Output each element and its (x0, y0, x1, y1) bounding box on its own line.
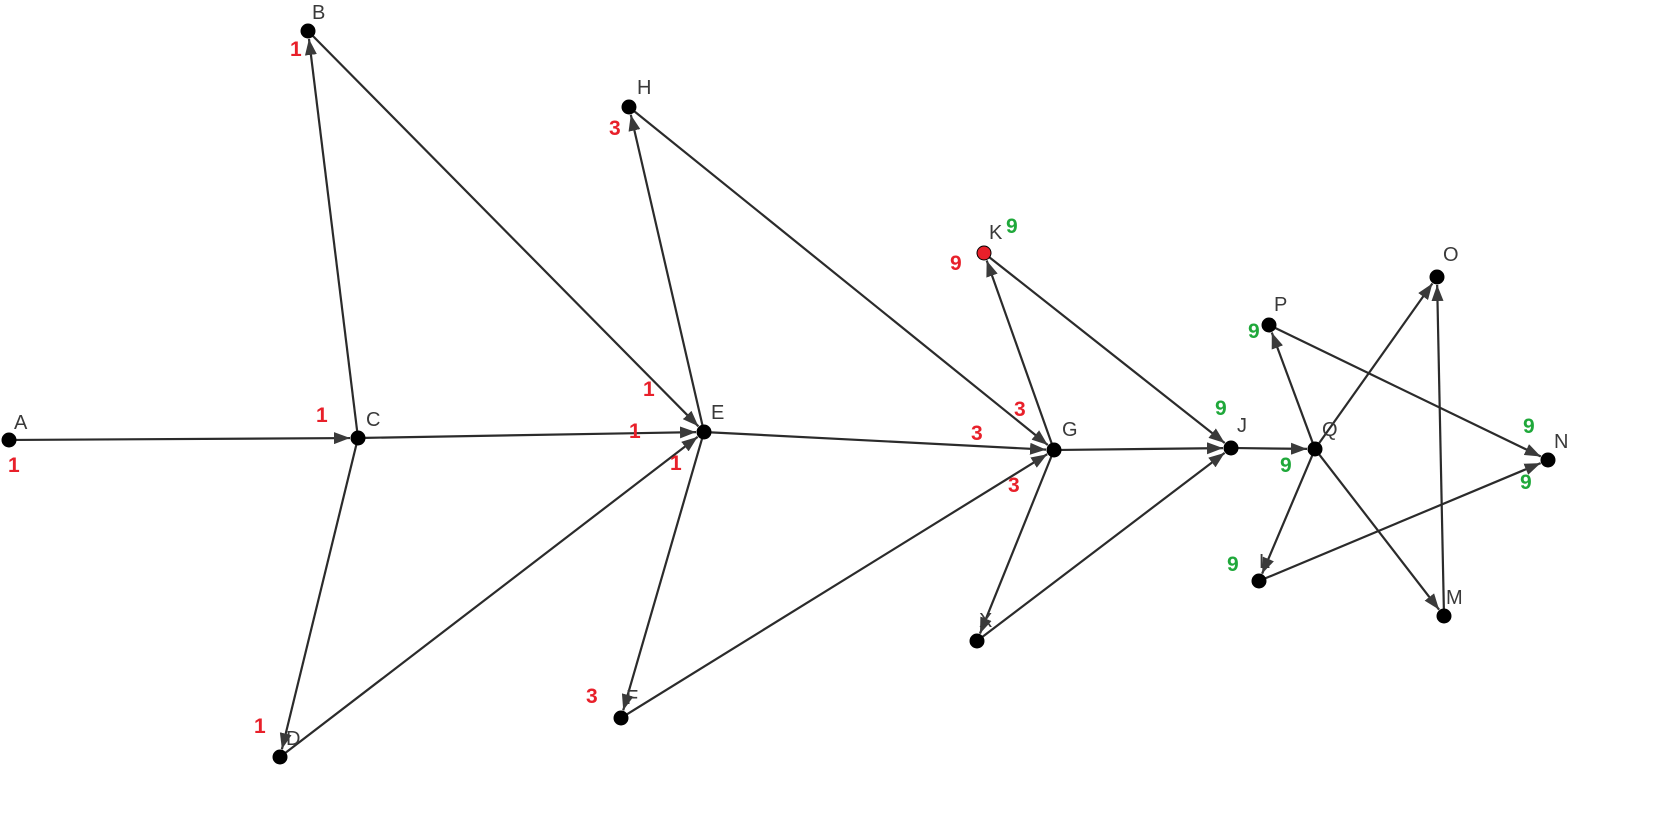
node-h[interactable] (621, 99, 637, 115)
nodes-layer (1, 23, 1556, 765)
edge-h-to-g (633, 110, 1049, 446)
edge-f-to-g (626, 453, 1048, 716)
node-label-c: C (366, 409, 380, 431)
node-l[interactable] (1251, 573, 1267, 589)
edge-a-to-c (15, 432, 351, 445)
node-label-k: K (989, 222, 1003, 244)
node-label-b: B (312, 2, 325, 24)
edge-q-to-l (1261, 455, 1314, 575)
edge-e-to-f (621, 438, 704, 711)
node-o[interactable] (1429, 269, 1445, 285)
weight-label-14: 9 (1006, 215, 1018, 238)
weight-label-11: 3 (1008, 474, 1020, 497)
node-j[interactable] (1223, 440, 1239, 456)
edge-k-to-j (988, 256, 1226, 444)
node-label-e: E (711, 402, 724, 424)
edge-p-to-n (1274, 327, 1542, 458)
edge-e-to-g (710, 431, 1047, 455)
weight-label-7: 1 (254, 715, 266, 738)
weight-label-6: 1 (670, 452, 682, 475)
edge-q-to-m (1318, 453, 1440, 611)
node-label-h: H (637, 77, 651, 99)
weight-label-15: 9 (1215, 397, 1227, 420)
node-k[interactable] (976, 245, 992, 261)
edge-c-to-b (304, 38, 359, 432)
weight-label-18: 9 (1227, 553, 1239, 576)
weight-label-13: 9 (950, 252, 962, 275)
node-g[interactable] (1046, 442, 1062, 458)
edge-g-to-x (978, 456, 1053, 634)
weight-label-12: 3 (586, 685, 598, 708)
node-label-a: A (14, 412, 28, 434)
node-a[interactable] (1, 432, 17, 448)
edge-d-to-e (284, 435, 699, 754)
edge-l-to-n (1265, 462, 1542, 580)
node-x[interactable] (969, 633, 985, 649)
node-n[interactable] (1540, 452, 1556, 468)
node-label-q: Q (1322, 419, 1338, 441)
edge-b-to-e (312, 35, 700, 428)
weight-label-9: 3 (1014, 398, 1026, 421)
node-label-n: N (1554, 431, 1568, 453)
weight-label-2: 1 (290, 38, 302, 61)
edge-q-to-p (1270, 332, 1314, 443)
edge-e-to-h (628, 114, 704, 426)
weight-label-10: 3 (971, 422, 983, 445)
weight-label-1: 1 (8, 454, 20, 477)
weight-label-3: 1 (316, 404, 328, 427)
edge-m-to-o (1431, 284, 1445, 610)
weight-label-8: 3 (609, 117, 621, 140)
node-label-d: D (286, 728, 300, 750)
edge-g-to-k (985, 260, 1053, 444)
node-b[interactable] (300, 23, 316, 39)
edge-g-to-j (1060, 442, 1224, 455)
weight-label-5: 1 (643, 378, 655, 401)
edge-c-to-e (364, 426, 697, 439)
node-p[interactable] (1261, 317, 1277, 333)
edges-layer (15, 35, 1542, 754)
weight-label-20: 9 (1520, 471, 1532, 494)
node-label-x: X (979, 610, 992, 632)
node-m[interactable] (1436, 608, 1452, 624)
node-label-o: O (1443, 244, 1459, 266)
node-label-l: L (1259, 551, 1270, 573)
node-c[interactable] (350, 430, 366, 446)
node-d[interactable] (272, 749, 288, 765)
weight-label-16: 9 (1248, 320, 1260, 343)
node-label-p: P (1274, 294, 1287, 316)
weight-label-19: 9 (1523, 415, 1535, 438)
node-e[interactable] (696, 424, 712, 440)
node-label-j: J (1237, 415, 1247, 437)
edge-j-to-q (1237, 442, 1308, 455)
edge-q-to-o (1318, 282, 1434, 444)
weight-label-17: 9 (1280, 454, 1292, 477)
node-label-f: F (626, 687, 638, 709)
node-q[interactable] (1307, 441, 1323, 457)
node-label-g: G (1062, 419, 1078, 441)
node-labels-layer: A B C D E F H G K X J Q P L O M N (14, 2, 1568, 750)
node-label-m: M (1446, 587, 1463, 609)
edge-x-to-j (981, 451, 1226, 638)
weight-label-4: 1 (629, 420, 641, 443)
node-f[interactable] (613, 710, 629, 726)
edge-c-to-d (279, 444, 358, 750)
